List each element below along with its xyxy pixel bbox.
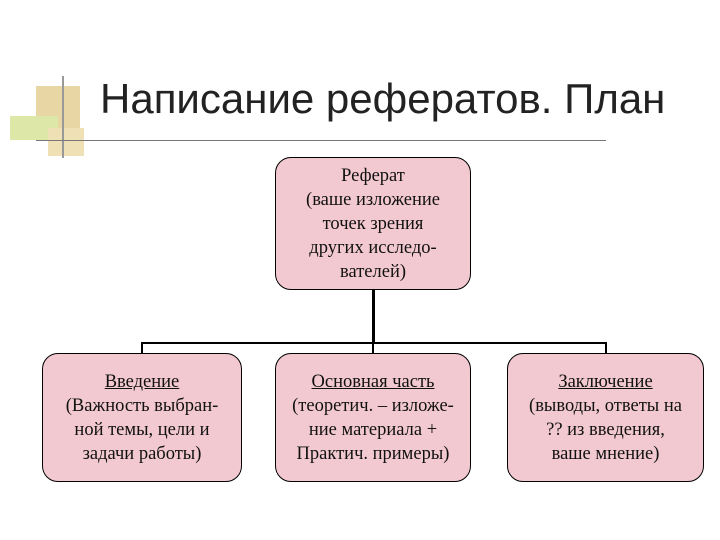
main-part-line-2: ние материала + [308,419,438,440]
root-node-essay: Реферат (ваше изложение точек зрения дру… [275,157,471,290]
conclusion-line-1: (выводы, ответы на [529,395,682,416]
child-node-main-part: Основная часть (теоретич. – изложе- ние … [275,353,471,482]
connector-right [605,342,607,354]
slide-title: Написание рефератов. План [100,75,666,122]
root-line-2: (ваше изложение [306,189,440,210]
child-node-conclusion: Заключение (выводы, ответы на ?? из введ… [507,353,704,482]
root-line-4: других исследо- [309,237,437,258]
decor-square-tan-small [48,128,84,156]
main-part-header: Основная часть [311,371,435,392]
connector-root-down [372,289,375,343]
conclusion-line-3: ваше мнение) [551,443,660,464]
decor-vertical-line [62,76,64,158]
introduction-line-1: (Важность выбран- [65,395,219,416]
introduction-line-2: ной темы, цели и [74,419,210,440]
connector-middle [372,342,374,354]
conclusion-header: Заключение [558,371,653,392]
conclusion-line-2: ?? из введения, [546,419,665,440]
main-part-line-3: Практич. примеры) [296,443,450,464]
connector-horizontal [141,342,607,344]
root-line-5: вателей) [339,261,407,282]
child-node-introduction: Введение (Важность выбран- ной темы, цел… [42,353,242,482]
root-line-3: точек зрения [322,213,424,234]
root-line-1: Реферат [341,165,405,186]
title-underline [36,140,606,141]
connector-left [141,342,143,354]
main-part-line-1: (теоретич. – изложе- [292,395,454,416]
introduction-header: Введение [104,371,180,392]
introduction-line-3: задачи работы) [82,443,202,464]
